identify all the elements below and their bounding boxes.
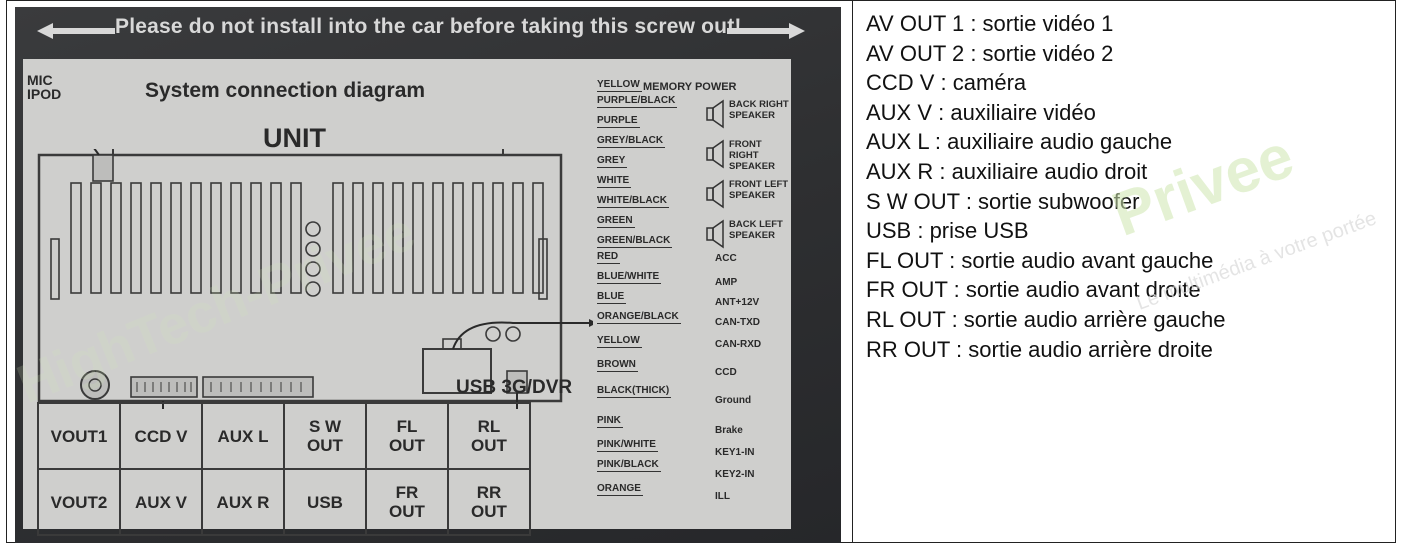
speaker-icon bbox=[706, 139, 724, 169]
wiring-diagram-photo: Please do not install into the car befor… bbox=[15, 7, 841, 543]
speaker-icon bbox=[706, 179, 724, 209]
legend-item: AUX R : auxiliaire audio droit bbox=[866, 158, 1148, 184]
legend-item: AV OUT 2 : sortie vidéo 2 bbox=[866, 40, 1114, 66]
speaker-label: BACK RIGHT SPEAKER bbox=[729, 99, 789, 121]
speaker-icon bbox=[706, 99, 724, 129]
legend-item: RL OUT : sortie audio arrière gauche bbox=[866, 306, 1226, 332]
speaker-label: FRONT LEFT SPEAKER bbox=[729, 179, 789, 201]
speaker-label: BACK LEFT SPEAKER bbox=[729, 219, 783, 241]
grid-cell: S W OUT bbox=[283, 402, 367, 470]
head-unit-drawing bbox=[37, 149, 593, 409]
grid-cell: RL OUT bbox=[447, 402, 531, 470]
wire-color: PINK/BLACK bbox=[597, 459, 661, 472]
speaker-icon bbox=[706, 219, 724, 249]
wire-color: PINK/WHITE bbox=[597, 439, 658, 452]
wire-color: GREEN bbox=[597, 215, 635, 228]
wire-function: Ground bbox=[715, 395, 752, 406]
unit-label: UNIT bbox=[263, 123, 326, 153]
grid-cell: FR OUT bbox=[365, 468, 449, 536]
grid-cell: VOUT1 bbox=[37, 402, 121, 470]
wire-function: Brake bbox=[715, 425, 743, 436]
wire-color: BLACK(THICK) bbox=[597, 385, 672, 398]
wire-color: GREY/BLACK bbox=[597, 135, 666, 148]
grid-cell: AUX L bbox=[201, 402, 285, 470]
grid-cell: USB bbox=[283, 468, 367, 536]
legend-item: AV OUT 1 : sortie vidéo 1 bbox=[866, 11, 1114, 36]
wire-color: GREY bbox=[597, 155, 628, 168]
wire-color: ORANGE bbox=[597, 483, 643, 496]
grid-cell: RR OUT bbox=[447, 468, 531, 536]
wire-color: BROWN bbox=[597, 359, 638, 372]
wire-color: PURPLE bbox=[597, 115, 640, 128]
legend-item: CCD V : caméra bbox=[866, 70, 1027, 96]
output-grid: VOUT1 CCD V AUX L S W OUT FL OUT RL OUT … bbox=[37, 402, 531, 536]
grid-cell: AUX R bbox=[201, 468, 285, 536]
warning-banner: Please do not install into the car befor… bbox=[15, 9, 841, 61]
wire-color: GREEN/BLACK bbox=[597, 235, 673, 248]
wire-color: BLUE/WHITE bbox=[597, 271, 662, 284]
usb-3g-dvr-label: USB 3G/DVR bbox=[456, 377, 573, 398]
wire-color: BLUE bbox=[597, 291, 627, 304]
connection-label-panel: MIC IPOD System connection diagram UNIT bbox=[23, 59, 791, 536]
legend-item: FL OUT : sortie audio avant gauche bbox=[866, 247, 1214, 273]
legend-item: AUX V : auxiliaire vidéo bbox=[866, 99, 1096, 125]
wire-function: CAN-TXD bbox=[715, 317, 760, 328]
wire-function: CAN-RXD bbox=[715, 339, 762, 350]
wire-color: WHITE bbox=[597, 175, 632, 188]
wire-color: PINK bbox=[597, 415, 623, 428]
wire-color: ORANGE/BLACK bbox=[597, 311, 681, 324]
wire-color: WHITE/BLACK bbox=[597, 195, 669, 208]
wire-color: YELLOW bbox=[597, 335, 642, 348]
grid-row: VOUT2 AUX V AUX R USB FR OUT RR OUT bbox=[37, 468, 531, 536]
legend-item: AUX L : auxiliaire audio gauche bbox=[866, 129, 1173, 155]
wire-function: MEMORY POWER bbox=[643, 81, 737, 93]
legend-list: AV OUT 1 : sortie vidéo 1 AV OUT 2 : sor… bbox=[866, 9, 1386, 364]
grid-cell: AUX V bbox=[119, 468, 203, 536]
wire-color: PURPLE/BLACK bbox=[597, 95, 678, 108]
grid-cell: VOUT2 bbox=[37, 468, 121, 536]
column-divider bbox=[852, 0, 853, 543]
legend-item: RR OUT : sortie audio arrière droite bbox=[866, 336, 1213, 362]
wire-function: ANT+12V bbox=[715, 297, 760, 308]
wire-function: AMP bbox=[715, 277, 738, 288]
mic-ipod-label: MIC IPOD bbox=[27, 72, 62, 102]
wire-function: ILL bbox=[715, 491, 730, 502]
wire-function: KEY1-IN bbox=[715, 447, 755, 458]
legend-item: FR OUT : sortie audio avant droite bbox=[866, 277, 1201, 303]
arrow-left-icon bbox=[37, 23, 115, 39]
speaker-label: FRONT RIGHT SPEAKER bbox=[729, 139, 775, 172]
wire-function: CCD bbox=[715, 367, 737, 378]
arrow-right-icon bbox=[727, 23, 805, 39]
legend-item: USB : prise USB bbox=[866, 218, 1029, 244]
wire-function: KEY2-IN bbox=[715, 469, 755, 480]
legend-item: S W OUT : sortie subwoofer bbox=[866, 188, 1140, 214]
wire-color: YELLOW bbox=[597, 79, 642, 92]
warning-text: Please do not install into the car befor… bbox=[115, 15, 742, 38]
diagram-title: System connection diagram bbox=[145, 79, 426, 102]
wire-color: RED bbox=[597, 251, 621, 264]
wire-function: ACC bbox=[715, 253, 737, 264]
grid-row: VOUT1 CCD V AUX L S W OUT FL OUT RL OUT bbox=[37, 402, 531, 470]
grid-cell: FL OUT bbox=[365, 402, 449, 470]
grid-cell: CCD V bbox=[119, 402, 203, 470]
